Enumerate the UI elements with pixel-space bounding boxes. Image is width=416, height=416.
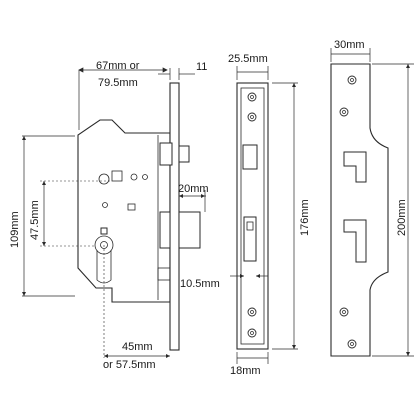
keep-dimensions	[330, 48, 414, 357]
dim-case-width: 67mm or	[96, 60, 140, 72]
latch-bolt	[159, 142, 173, 166]
dim-forend-bottom-width: 18mm	[230, 365, 261, 377]
case-dimensions	[22, 67, 206, 358]
dim-bolt-offset: 10.5mm	[180, 278, 220, 290]
dim-backset: 45mm	[122, 341, 153, 353]
case-lower-box	[157, 267, 171, 281]
lock-case-body	[77, 119, 171, 303]
dim-latch-projection: 20mm	[178, 183, 209, 195]
small-slot	[127, 203, 136, 211]
dim-backset-alt: or 57.5mm	[103, 359, 156, 371]
forend-plate	[236, 82, 269, 350]
dim-forend-thickness: 11	[196, 61, 207, 73]
lock-forend-plate	[169, 82, 180, 351]
dim-cylinder-centres: 47.5mm	[29, 200, 41, 240]
lock-case-side-view	[40, 82, 201, 358]
dead-bolt-inner	[159, 211, 171, 249]
rivet-lower	[102, 202, 108, 208]
dim-keep-height: 200mm	[396, 199, 408, 236]
dim-keep-width: 30mm	[334, 39, 365, 51]
forend-bolt-aperture	[243, 216, 257, 262]
rivet-left	[130, 173, 138, 181]
forend-dimensions	[230, 66, 298, 364]
keep-latch-slot	[343, 151, 367, 183]
square-follower	[111, 170, 123, 182]
dead-bolt	[178, 211, 201, 249]
dim-forend-height: 176mm	[299, 199, 311, 236]
dim-forend-width: 25.5mm	[228, 53, 268, 65]
forend-front-view	[236, 82, 269, 350]
dim-case-width-alt: 79.5mm	[98, 77, 138, 89]
forend-latch-aperture	[242, 144, 258, 170]
keep-bolt-slot	[343, 219, 367, 263]
dim-case-height: 109mm	[9, 211, 21, 248]
latch-bolt-tip	[178, 145, 190, 163]
keep-plate-outline	[330, 63, 389, 357]
follower-hole	[98, 173, 110, 185]
strike-keep-plate	[330, 63, 389, 357]
rivet-right	[142, 174, 148, 180]
